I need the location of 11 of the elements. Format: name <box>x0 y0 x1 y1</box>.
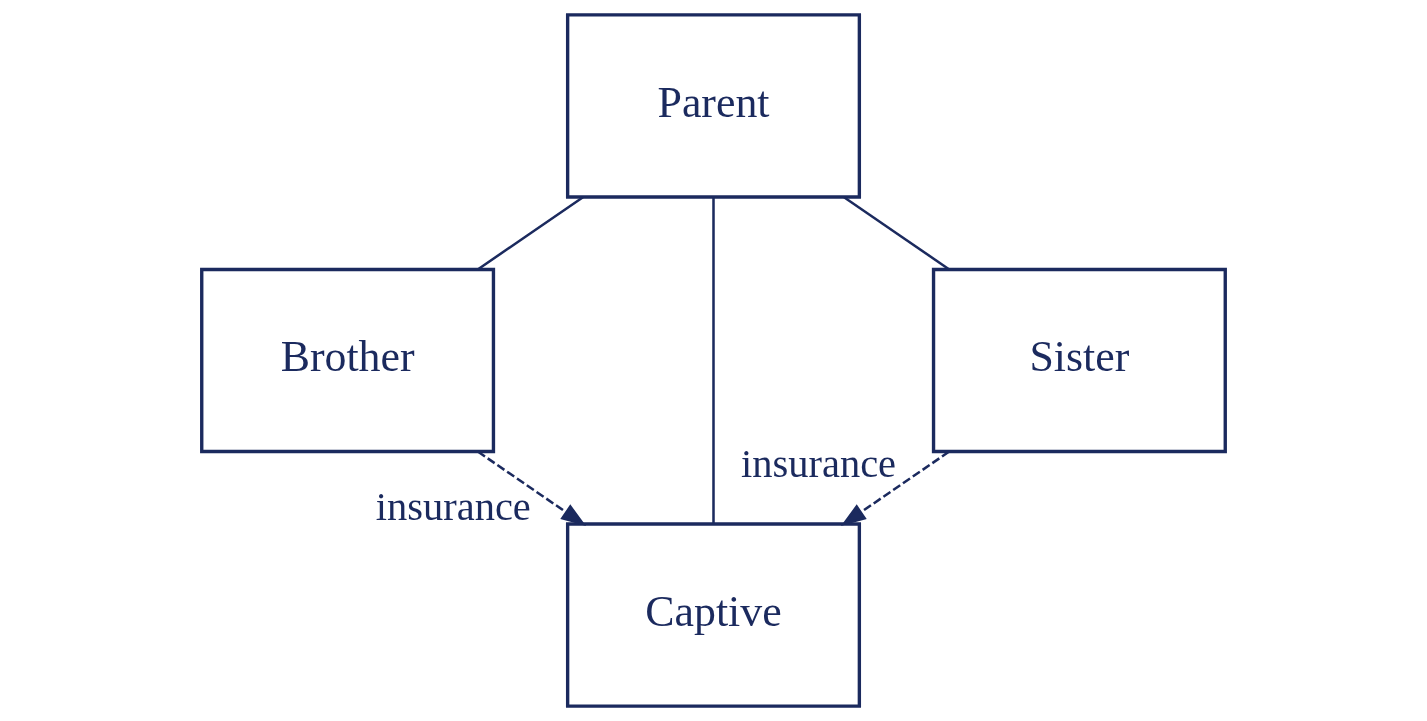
node-box: Sister <box>931 267 1227 454</box>
node-box: Brother <box>200 267 496 454</box>
node-box: Captive <box>565 522 862 708</box>
connector <box>477 196 584 271</box>
connector <box>712 197 715 524</box>
node-box: Parent <box>565 13 862 199</box>
edge-label: insurance <box>741 440 897 486</box>
edge-label: insurance <box>375 484 531 530</box>
connector <box>843 196 950 271</box>
arrow <box>840 450 950 526</box>
arrow <box>477 450 587 526</box>
